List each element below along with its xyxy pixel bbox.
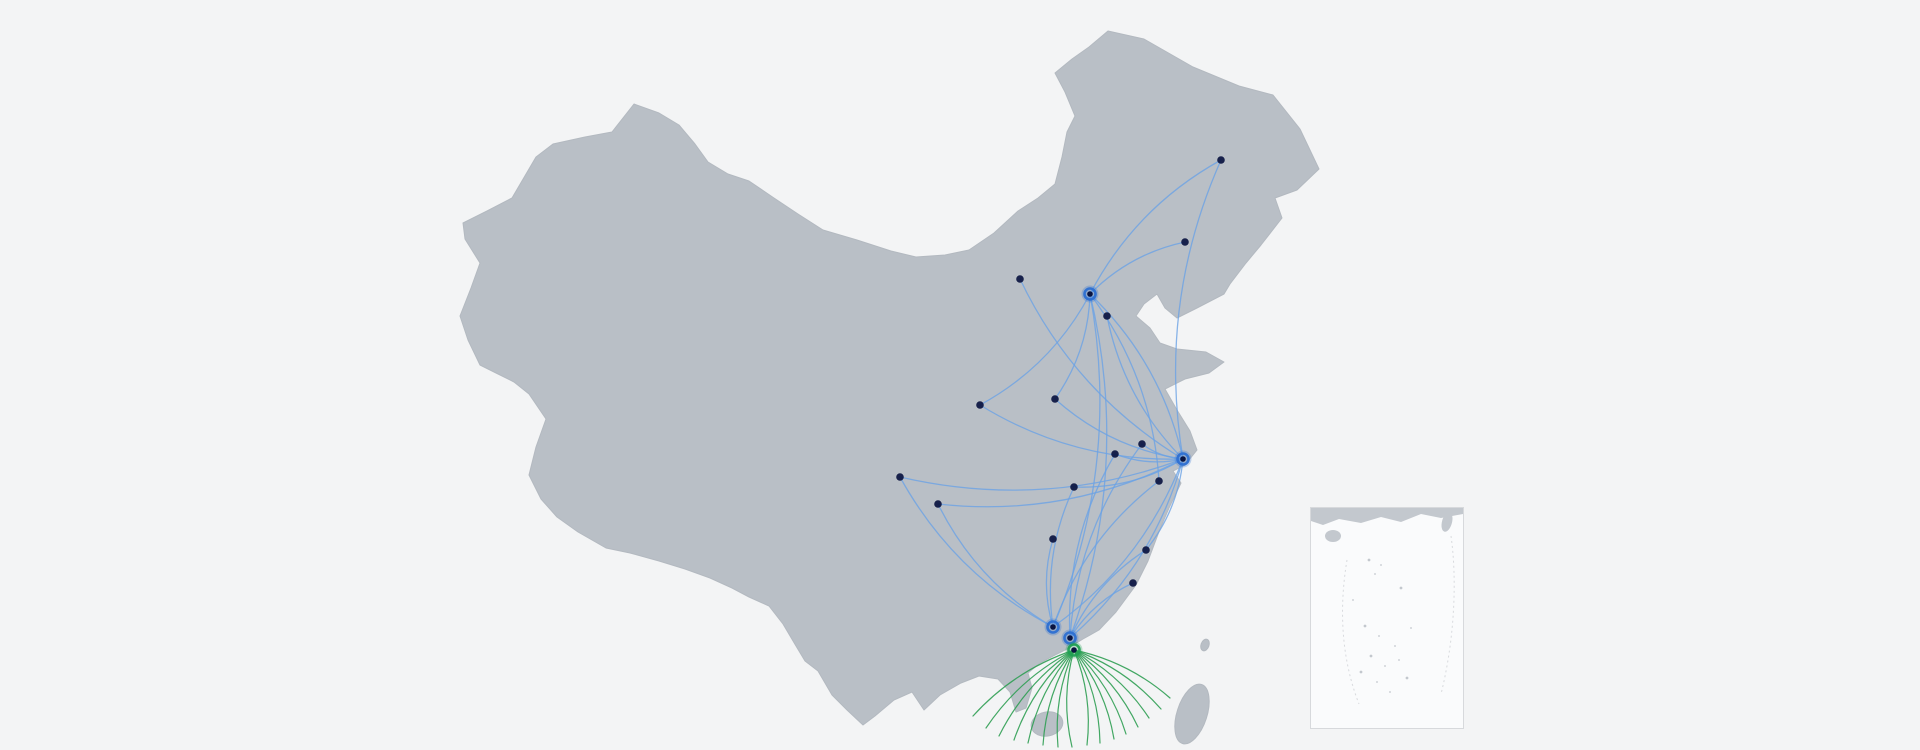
hub-markers-layer xyxy=(1044,285,1192,659)
inset-islet xyxy=(1405,676,1409,680)
south-china-sea-inset xyxy=(1310,507,1464,729)
outbound-route-green-6 xyxy=(1056,649,1075,748)
flight-route-beijing-shanghai xyxy=(1089,293,1184,460)
china-mainland-shape xyxy=(459,30,1320,726)
city-dot-hangzhou[interactable] xyxy=(1155,477,1163,485)
flight-route-beijing-shenzhen xyxy=(1069,293,1108,639)
outbound-route-green-13 xyxy=(1073,649,1150,719)
flight-route-shenzhen-hefei xyxy=(1068,453,1116,639)
inset-islet xyxy=(1363,624,1367,628)
city-dot-nanjing[interactable] xyxy=(1138,440,1146,448)
outbound-route-green-11 xyxy=(1073,649,1127,735)
blue-routes-layer xyxy=(899,159,1222,639)
inset-islet xyxy=(1359,670,1363,674)
flight-route-beijing-guangzhou xyxy=(1052,293,1101,628)
city-dot-xian[interactable] xyxy=(976,401,984,409)
city-dot-xiamen[interactable] xyxy=(1129,579,1137,587)
inset-islet xyxy=(1376,681,1378,683)
city-dot-fuzhou[interactable] xyxy=(1142,546,1150,554)
flight-route-shanghai-harbin xyxy=(1174,159,1222,460)
inset-coast-shape xyxy=(1311,508,1463,525)
coastal-islet-shape xyxy=(1200,638,1210,652)
flight-route-beijing-shenyang xyxy=(1089,241,1186,295)
city-dots-layer xyxy=(896,156,1225,587)
outbound-route-green-2 xyxy=(998,649,1075,737)
outbound-route-green-3 xyxy=(1013,649,1075,741)
flight-route-guangzhou-changsha xyxy=(1045,538,1054,628)
inset-islets-layer xyxy=(1352,558,1412,693)
city-dot-shenyang[interactable] xyxy=(1181,238,1189,246)
flight-route-shanghai-chengdu xyxy=(899,458,1184,491)
city-dot-chongqing[interactable] xyxy=(934,500,942,508)
outbound-route-green-8 xyxy=(1073,649,1089,746)
hub-marker-hongkong[interactable] xyxy=(1065,641,1083,659)
outbound-route-green-1 xyxy=(985,649,1075,729)
inset-islet xyxy=(1352,599,1354,601)
green-routes-layer xyxy=(972,649,1171,748)
inset-taiwan-shape xyxy=(1441,512,1453,532)
flight-route-shanghai-hohhot xyxy=(1019,278,1184,460)
flight-route-shenzhen-fuzhou xyxy=(1069,549,1147,639)
city-dot-hefei[interactable] xyxy=(1111,450,1119,458)
inset-islet xyxy=(1369,654,1373,658)
outbound-route-green-0 xyxy=(972,649,1075,717)
city-dot-harbin[interactable] xyxy=(1217,156,1225,164)
inset-boundary-dash-right xyxy=(1440,535,1455,695)
flight-route-guangzhou-chengdu xyxy=(899,476,1054,628)
inset-islet xyxy=(1399,586,1403,590)
city-dot-chengdu[interactable] xyxy=(896,473,904,481)
flight-route-shanghai-tianjin xyxy=(1106,315,1184,460)
inset-islet xyxy=(1394,645,1396,647)
inset-islet xyxy=(1374,573,1376,575)
inset-islet xyxy=(1367,558,1371,562)
inset-hainan-shape xyxy=(1325,530,1341,542)
city-dot-wuhan[interactable] xyxy=(1070,483,1078,491)
flight-route-beijing-xian xyxy=(979,293,1091,406)
hub-marker-shenzhen[interactable] xyxy=(1061,629,1079,647)
inset-islet xyxy=(1398,659,1400,661)
flight-route-shanghai-chongqing xyxy=(937,458,1184,508)
outbound-route-green-12 xyxy=(1073,649,1139,728)
flight-route-shenzhen-nanjing xyxy=(1069,443,1143,639)
flight-route-shanghai-xian xyxy=(979,404,1184,460)
outbound-route-green-10 xyxy=(1073,649,1115,740)
inset-boundary-dash-left xyxy=(1342,559,1360,705)
flight-route-shanghai-shenzhen xyxy=(1069,458,1184,639)
flight-route-guangzhou-chongqing xyxy=(937,503,1054,628)
flight-route-shanghai-wuhan xyxy=(1073,458,1184,488)
hub-marker-beijing[interactable] xyxy=(1081,285,1099,303)
outbound-route-green-9 xyxy=(1073,649,1101,744)
inset-islet xyxy=(1378,635,1380,637)
inset-islet xyxy=(1410,627,1412,629)
flight-route-beijing-taiyuan xyxy=(1054,293,1091,400)
flight-route-beijing-harbin xyxy=(1089,159,1222,295)
city-dot-tianjin[interactable] xyxy=(1103,312,1111,320)
taiwan-island-shape xyxy=(1174,683,1210,745)
hub-marker-guangzhou[interactable] xyxy=(1044,618,1062,636)
city-dot-hohhot[interactable] xyxy=(1016,275,1024,283)
flight-route-shenzhen-xiamen xyxy=(1069,582,1134,639)
flight-route-shanghai-fuzhou xyxy=(1145,458,1184,551)
outbound-route-green-14 xyxy=(1073,649,1162,710)
hub-marker-shanghai[interactable] xyxy=(1174,450,1192,468)
inset-islet xyxy=(1389,691,1391,693)
outbound-route-green-4 xyxy=(1027,649,1075,744)
inset-islet xyxy=(1384,665,1386,667)
outbound-route-green-7 xyxy=(1066,649,1075,748)
city-dot-taiyuan[interactable] xyxy=(1051,395,1059,403)
flight-route-guangzhou-hangzhou xyxy=(1052,480,1160,628)
outbound-route-green-15 xyxy=(1073,649,1171,699)
flight-route-shanghai-guangzhou xyxy=(1052,458,1184,628)
flight-route-guangzhou-wuhan xyxy=(1049,486,1075,628)
inset-islet xyxy=(1380,564,1382,566)
city-dot-changsha[interactable] xyxy=(1049,535,1057,543)
outbound-route-green-5 xyxy=(1042,649,1075,746)
